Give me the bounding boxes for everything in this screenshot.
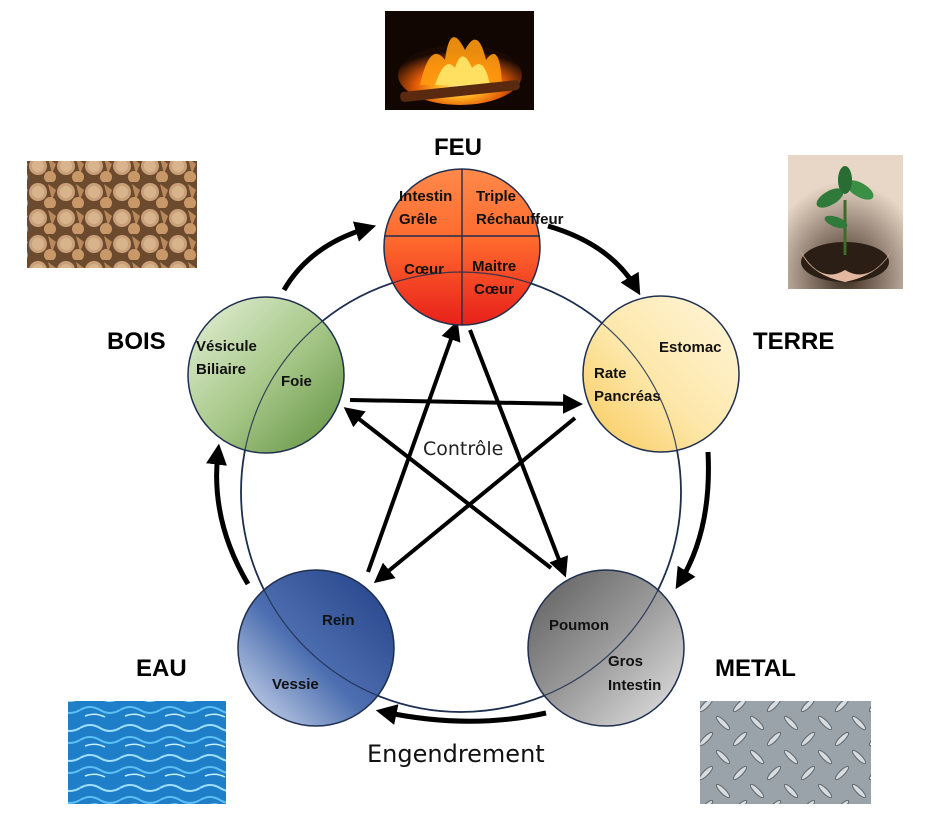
gen-arrow-bois-feu — [281, 221, 377, 292]
feu-organ-rechauffeur: Réchauffeur — [476, 211, 564, 228]
bois-organ-biliaire: Biliaire — [196, 361, 246, 378]
metal-title: METAL — [715, 655, 796, 682]
eau-circle — [237, 569, 395, 727]
gen-arrow-feu-terre — [547, 223, 641, 296]
generation-cycle-circle-overlay — [240, 271, 682, 713]
fire-photo — [385, 11, 534, 110]
bois-element: Vésicule Biliaire Foie — [187, 296, 345, 454]
feu-title: FEU — [434, 134, 482, 161]
feu-organ-intestin: Intestin — [399, 188, 452, 205]
feu-organ-triple: Triple — [476, 188, 516, 205]
eau-organ-rein: Rein — [322, 612, 355, 629]
eau-element: Rein Vessie — [237, 569, 395, 727]
metal-element: Poumon Gros Intestin — [527, 569, 685, 727]
eau-organ-vessie: Vessie — [272, 676, 319, 693]
water-surface-photo — [68, 701, 226, 804]
control-star — [343, 320, 583, 584]
control-arrow-eau-feu — [366, 320, 461, 573]
terre-element: Estomac Rate Pancréas — [582, 295, 740, 453]
generation-arrows — [206, 221, 711, 725]
gen-arrow-terre-metal — [675, 451, 711, 590]
gen-arrow-eau-bois — [206, 443, 251, 586]
bois-organ-vesicule: Vésicule — [196, 338, 257, 355]
eau-title: EAU — [136, 655, 187, 682]
bois-title: BOIS — [107, 328, 166, 355]
feu-element: Intestin Grêle Triple Réchauffeur Cœur M… — [383, 168, 564, 326]
control-arrow-terre-eau — [373, 416, 577, 584]
stacked-firewood-photo — [27, 161, 197, 268]
control-arrow-metal-bois — [343, 407, 553, 570]
control-arrow-feu-metal — [468, 329, 568, 578]
feu-organ-maitre-coeur: Cœur — [474, 281, 514, 298]
diamond-plate-metal-photo — [700, 701, 871, 804]
terre-organ-estomac: Estomac — [659, 339, 722, 356]
terre-organ-rate: Rate — [594, 365, 627, 382]
terre-organ-pancreas: Pancréas — [594, 388, 661, 405]
terre-circle — [582, 295, 740, 453]
metal-organ-gros: Gros — [608, 653, 643, 670]
generation-caption: Engendrement — [367, 740, 545, 768]
gen-arrow-metal-eau — [375, 704, 547, 725]
feu-organ-grele: Grêle — [399, 211, 437, 228]
bois-circle — [187, 296, 345, 454]
control-caption: Contrôle — [423, 438, 503, 460]
control-arrow-bois-terre — [349, 393, 583, 414]
terre-title: TERRE — [753, 328, 834, 355]
metal-organ-intestin: Intestin — [608, 677, 661, 694]
bois-organ-foie: Foie — [281, 373, 312, 390]
metal-organ-poumon: Poumon — [549, 617, 609, 634]
seedling-in-soil-photo — [788, 155, 903, 289]
metal-circle — [527, 569, 685, 727]
feu-organ-maitre: Maitre — [472, 258, 516, 275]
